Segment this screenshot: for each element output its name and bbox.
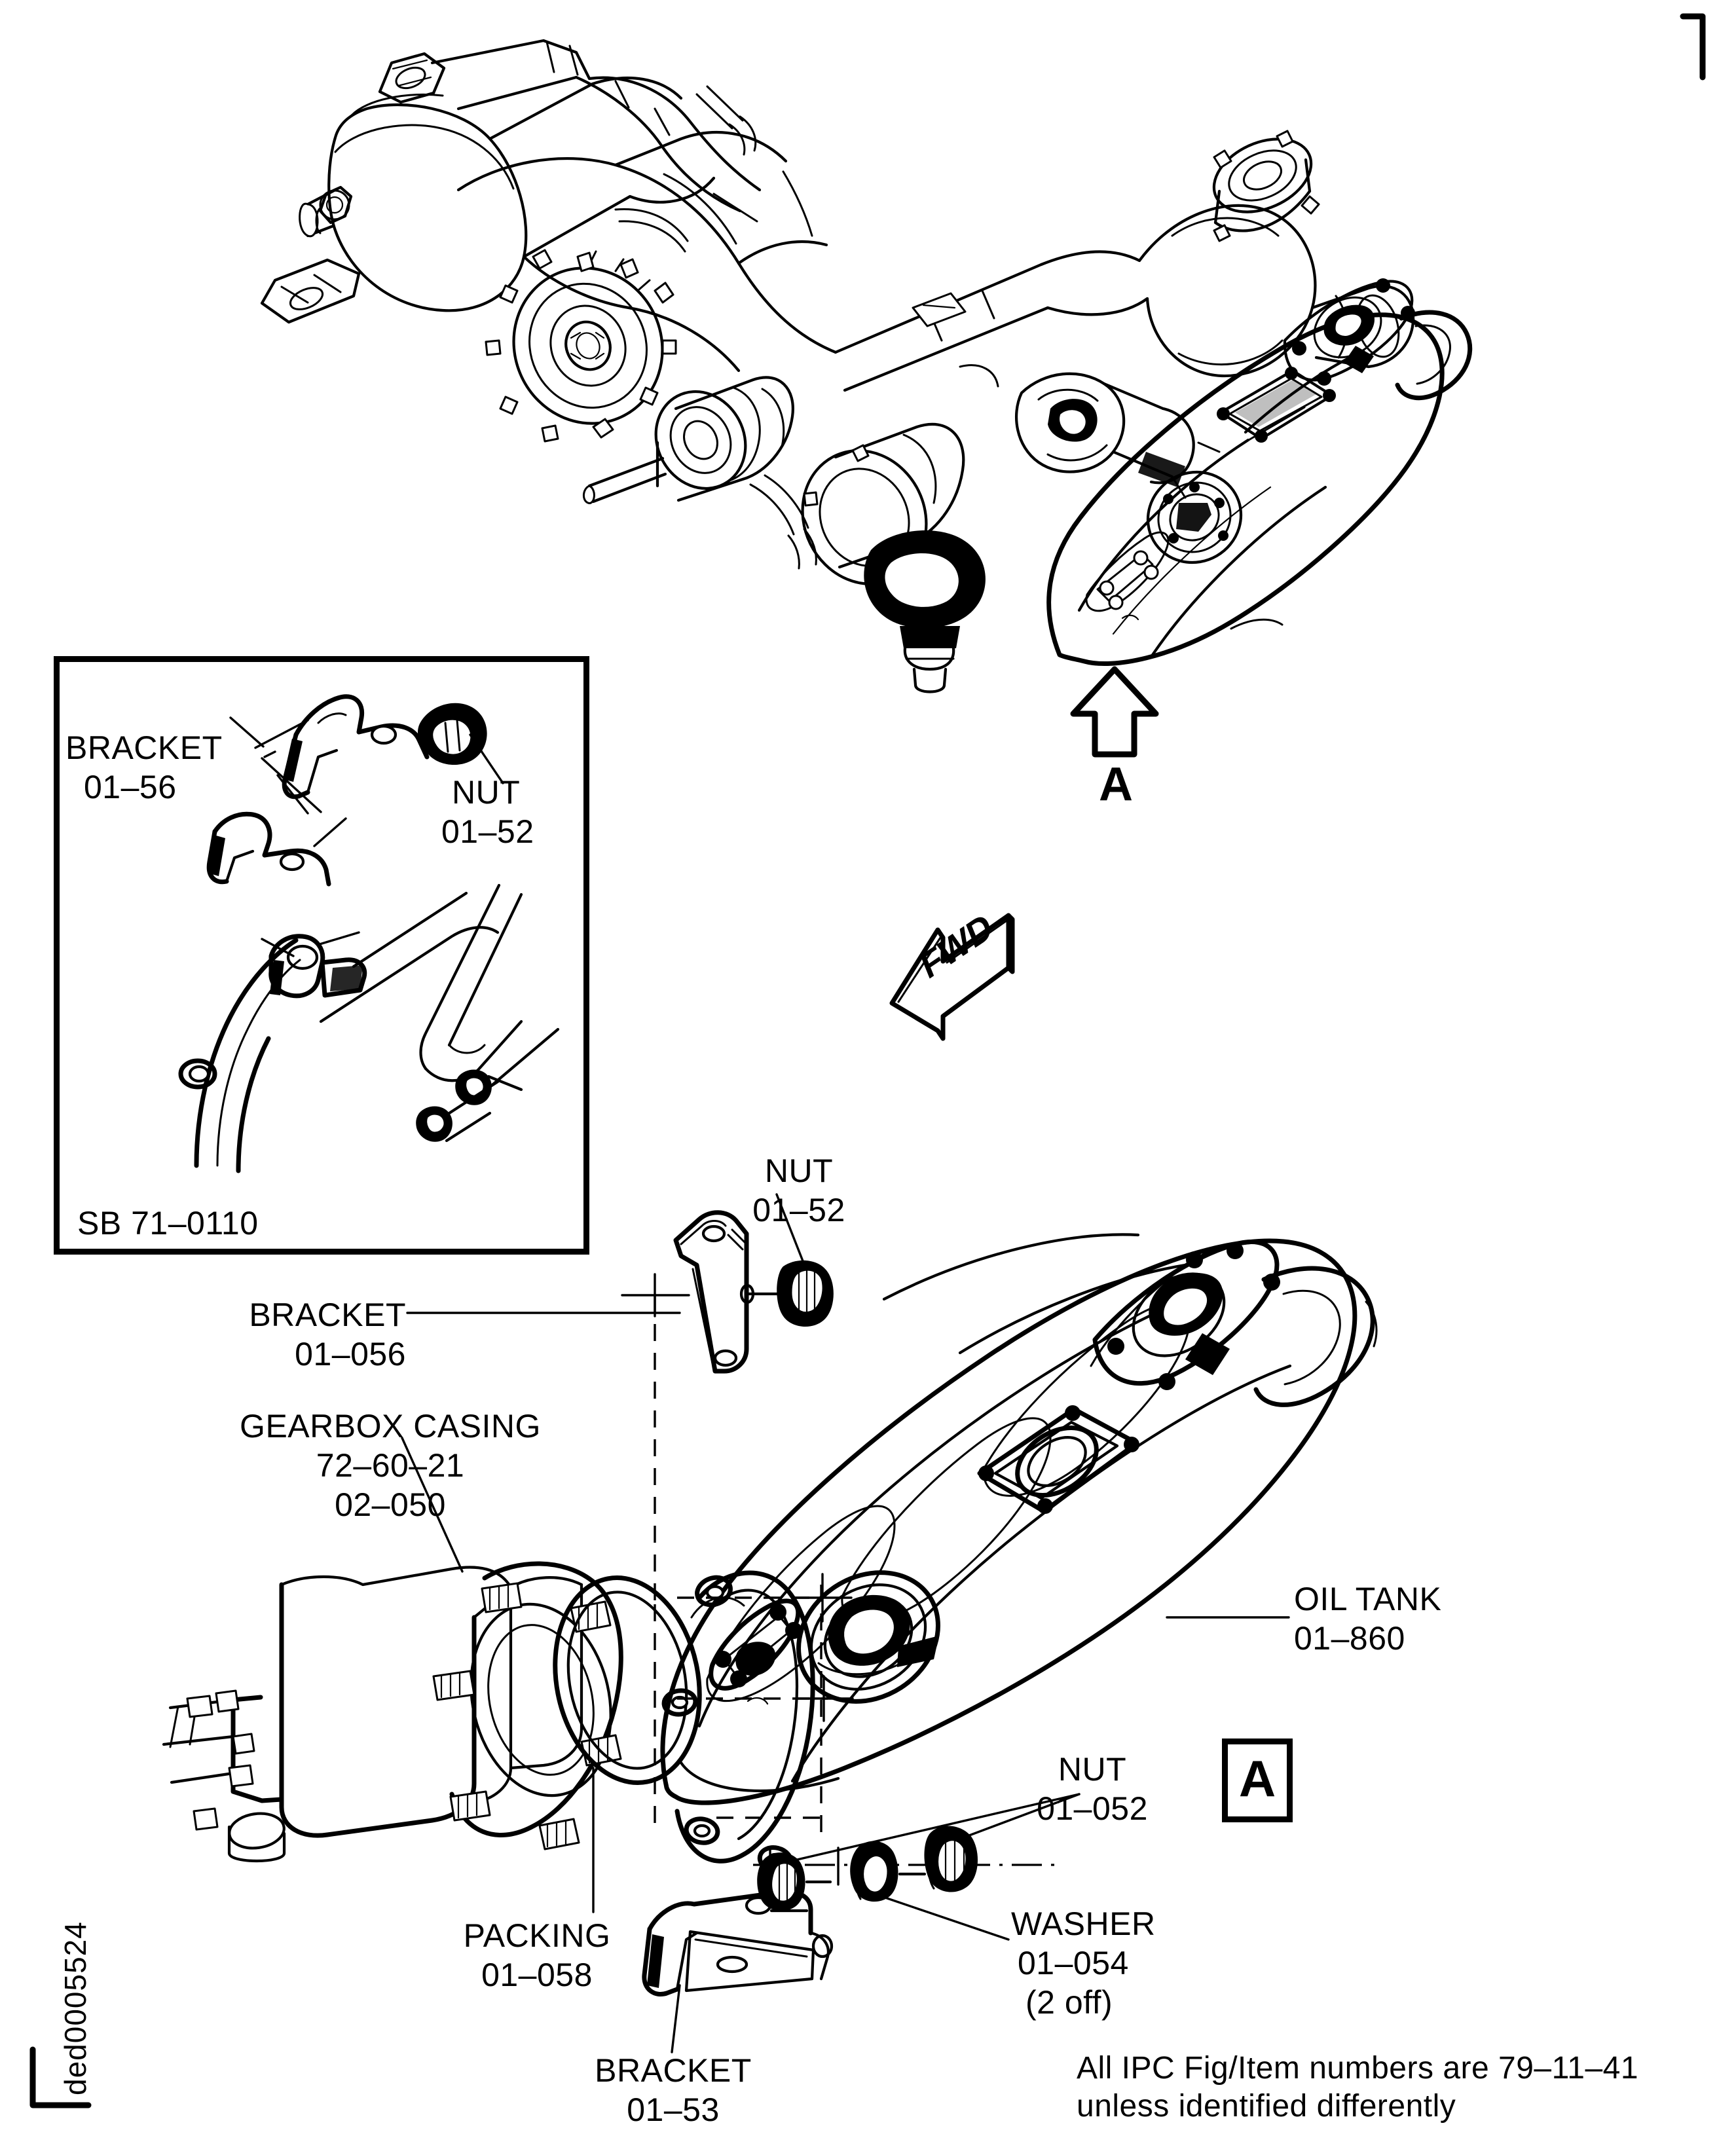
crop-mark-bottom-left — [29, 2046, 92, 2108]
label-gearbox-casing-item2: 02–050 — [335, 1486, 446, 1523]
inset-small-bolts — [416, 1069, 523, 1143]
oil-tank-installed — [1046, 278, 1473, 667]
section-view-arrow — [1070, 666, 1159, 758]
upper-assembly-drawing — [260, 39, 1473, 693]
label-packing-name: PACKING — [463, 1917, 611, 1954]
crop-mark-top-right — [1680, 13, 1706, 81]
washer-01-054 — [850, 1841, 927, 1902]
misc-right-details — [959, 364, 1284, 630]
central-gearbox-body — [456, 131, 838, 373]
lower-exploded-view — [162, 1193, 1378, 2053]
label-packing-item: 01–058 — [481, 1957, 593, 1993]
label-oil-tank-name: OIL TANK — [1294, 1581, 1442, 1617]
inset-leaders — [229, 716, 504, 957]
nut-01-052-lower — [924, 1826, 978, 1892]
label-gearbox-casing-item: 72–60–21 — [316, 1447, 465, 1484]
filler-port-exploded — [796, 1570, 940, 1704]
label-nut-top-item: 01–52 — [752, 1192, 845, 1228]
nut-washer-cluster — [753, 1826, 1061, 1911]
main-flange — [485, 249, 677, 443]
upper-rail — [430, 39, 762, 213]
inset-bracket-name: BRACKET — [65, 729, 223, 766]
label-bracket-53-name: BRACKET — [595, 2052, 752, 2089]
section-arrow-letter: A — [1099, 758, 1133, 811]
inset-structure — [319, 883, 560, 1089]
label-bracket-53-item: 01–53 — [627, 2091, 720, 2128]
inset-detail-box — [54, 656, 589, 1255]
left-drum-housing — [260, 52, 716, 324]
label-nut-lower-item: 01–052 — [1037, 1790, 1148, 1827]
flange-studs — [485, 249, 677, 443]
square-flange-exploded — [977, 1405, 1139, 1514]
footer-note-line1: All IPC Fig/Item numbers are 79–11–41 — [1077, 2051, 1639, 2086]
footer-note-line2: unless identified differently — [1077, 2088, 1456, 2124]
right-axle-arm — [834, 130, 1415, 392]
label-leader-lines — [401, 1193, 1290, 2053]
tank-lower-fitting — [709, 1598, 802, 1705]
tank-top-fitting-exploded — [1092, 1240, 1378, 1407]
filler-port-installed — [1146, 470, 1243, 564]
bracket-01-53 — [642, 1889, 834, 1996]
label-oil-tank-item: 01–860 — [1294, 1620, 1405, 1657]
inset-nut — [418, 703, 487, 765]
packing-gasket — [553, 1575, 702, 1785]
inset-tube — [178, 938, 301, 1173]
label-nut-lower-name: NUT — [1058, 1751, 1127, 1788]
drawing-number-sidebar: ded0005524 — [58, 1921, 92, 2095]
label-washer-qty: (2 off) — [1025, 1984, 1113, 2021]
label-washer-name: WASHER — [1011, 1905, 1156, 1942]
label-bracket-056-name: BRACKET — [249, 1297, 406, 1333]
construction-lines — [621, 1273, 854, 1886]
label-bracket-056-item: 01–056 — [295, 1336, 406, 1372]
bracket-01-056 — [673, 1210, 785, 1374]
label-washer-item: 01–054 — [1018, 1945, 1129, 1981]
section-box-letter: A — [1238, 1750, 1276, 1807]
label-gearbox-casing-name: GEARBOX CASING — [240, 1408, 541, 1444]
inset-reference-sb: SB 71–0110 — [77, 1205, 259, 1242]
inset-bracket-lower — [206, 811, 331, 887]
square-flange-installed — [1217, 367, 1336, 444]
inset-nut-name: NUT — [452, 774, 521, 811]
casing-studs — [432, 1582, 622, 1850]
section-box-a: A — [1222, 1738, 1293, 1822]
universal-joint — [1014, 372, 1221, 499]
lower-coupling-cluster — [583, 376, 794, 504]
mounting-flange-ring — [661, 1570, 815, 1874]
bottom-spindle — [864, 530, 986, 693]
fwd-direction-arrow — [889, 913, 1015, 1041]
inset-nut-item: 01–52 — [441, 813, 534, 850]
nut-01-52-upper — [777, 1260, 834, 1327]
gearbox-casing-exploded — [162, 1561, 623, 1863]
linkage-arms — [614, 208, 817, 570]
oil-tank-exploded — [660, 1233, 1378, 1805]
tank-top-fitting — [1283, 278, 1473, 401]
inset-bracket-item: 01–56 — [84, 769, 177, 805]
inset-detail-artwork — [178, 694, 560, 1173]
label-nut-top-name: NUT — [764, 1152, 834, 1189]
